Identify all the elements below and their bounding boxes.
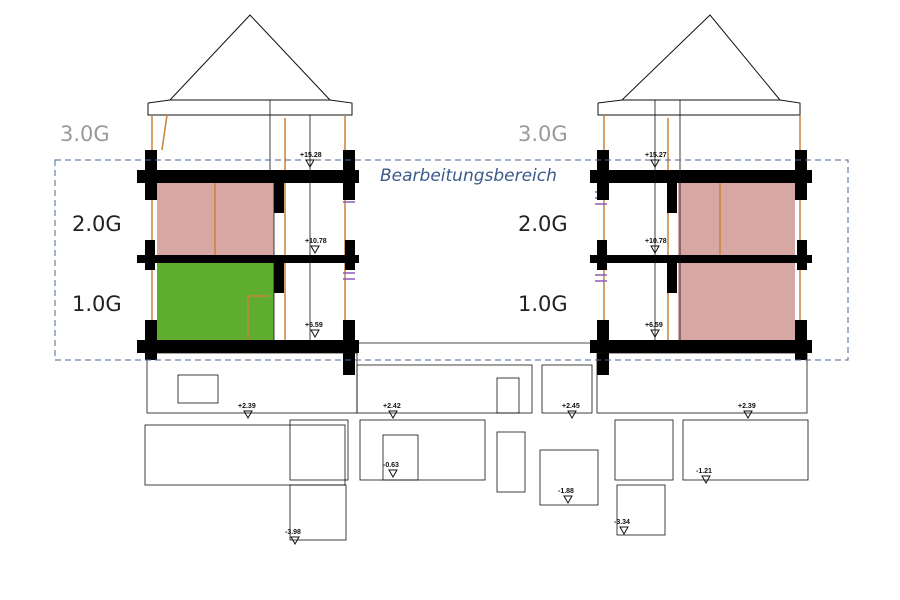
elevation-triangle-icon bbox=[305, 159, 315, 169]
elevation-markers: +15.28 +10.78 +6.59 +15.27 +10.78 +6.59 +2.39 +… bbox=[238, 152, 756, 546]
room-2og-right-edit bbox=[678, 183, 795, 255]
elevation-triangle-icon bbox=[619, 526, 629, 536]
elevation-triangle-icon bbox=[310, 245, 320, 255]
elevation-triangle-icon bbox=[567, 410, 577, 420]
elevation-label: +2.42 bbox=[383, 403, 401, 410]
elevation-triangle-icon bbox=[650, 159, 660, 169]
elevation-triangle-icon bbox=[701, 475, 711, 485]
elevation-label: -0.63 bbox=[383, 462, 399, 469]
elevation-triangle-icon bbox=[563, 495, 573, 505]
room-1og-left-highlight bbox=[157, 262, 274, 341]
floor-label-3og-right: 3.0G bbox=[518, 122, 568, 146]
floor-label-3og-left: 3.0G bbox=[60, 122, 110, 146]
elevation-triangle-icon bbox=[290, 536, 300, 546]
edit-area-boundary bbox=[54, 159, 849, 361]
elevation-label: +2.45 bbox=[562, 403, 580, 410]
elevation-label: +6.59 bbox=[645, 322, 663, 329]
elevation-triangle-icon bbox=[650, 329, 660, 339]
elevation-label: +15.28 bbox=[300, 152, 322, 159]
elevation-triangle-icon bbox=[310, 329, 320, 339]
floor-label-2og-right: 2.0G bbox=[518, 212, 568, 236]
floor-label-1og-left: 1.0G bbox=[72, 292, 122, 316]
elevation-label: +6.59 bbox=[305, 322, 323, 329]
elevation-triangle-icon bbox=[743, 410, 753, 420]
right-roof bbox=[621, 14, 781, 101]
elevation-label: +2.39 bbox=[238, 403, 256, 410]
elevation-label: +15.27 bbox=[645, 152, 667, 159]
elevation-triangle-icon bbox=[388, 410, 398, 420]
elevation-label: -3.34 bbox=[614, 519, 630, 526]
elevation-label: +10.78 bbox=[305, 238, 327, 245]
structure-walls bbox=[137, 150, 812, 375]
elevation-label: +2.39 bbox=[738, 403, 756, 410]
elevation-label: -1.88 bbox=[558, 488, 574, 495]
room-1og-right-edit bbox=[678, 262, 795, 341]
elevation-label: -3.98 bbox=[285, 529, 301, 536]
elevation-triangle-icon bbox=[650, 245, 660, 255]
elevation-triangle-icon bbox=[388, 469, 398, 479]
elevation-label: -1.21 bbox=[696, 468, 712, 475]
floor-label-2og-left: 2.0G bbox=[72, 212, 122, 236]
floor-label-1og-right: 1.0G bbox=[518, 292, 568, 316]
left-roof bbox=[169, 14, 331, 101]
elevation-triangle-icon bbox=[243, 410, 253, 420]
edit-area-label: Bearbeitungsbereich bbox=[380, 166, 557, 186]
elevation-label: +10.78 bbox=[645, 238, 667, 245]
